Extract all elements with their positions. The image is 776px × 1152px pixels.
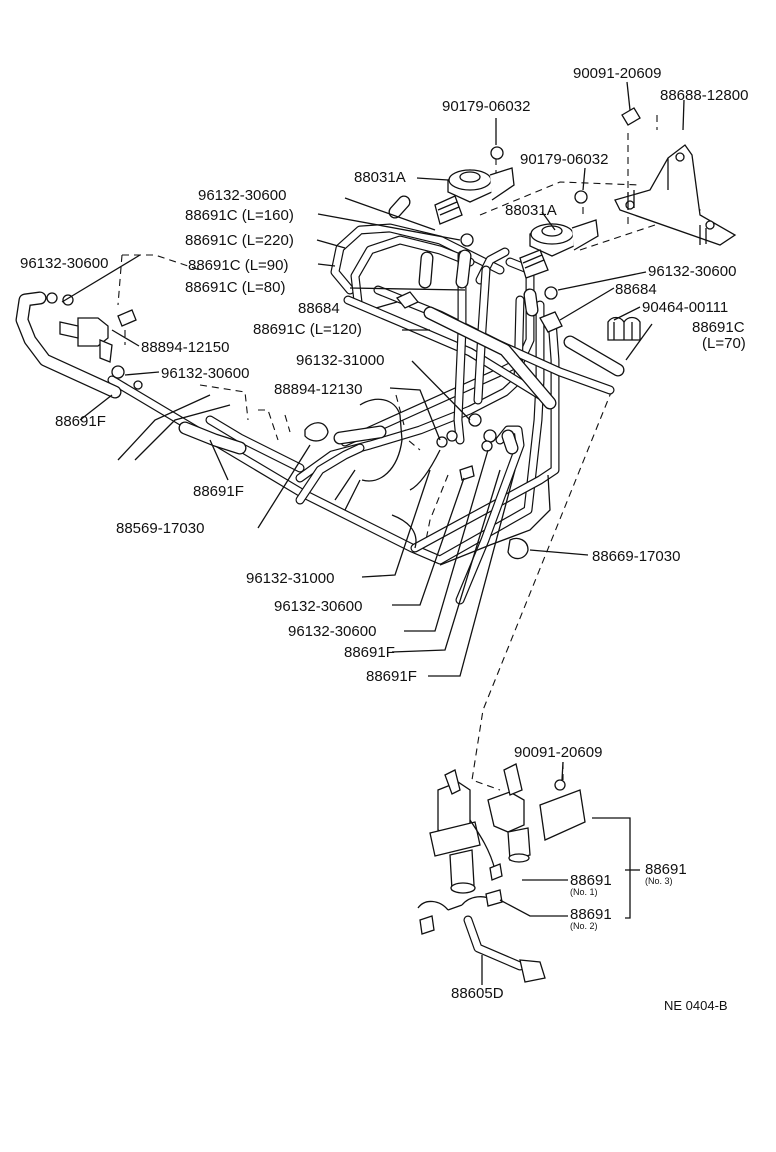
label-96132-30600-d: 96132-30600	[161, 365, 249, 382]
part-labels: 90091-20609 88688-12800 90179-06032 9017…	[20, 65, 748, 1013]
label-88605D: 88605D	[451, 985, 504, 1002]
label-88031A-a: 88031A	[354, 169, 406, 186]
label-96132-30600-b: 96132-30600	[20, 255, 108, 272]
label-88569-17030: 88569-17030	[116, 520, 204, 537]
label-88684-b: 88684	[298, 300, 340, 317]
label-88691C-L220: 88691C (L=220)	[185, 232, 294, 249]
label-96132-30600-e: 96132-30600	[274, 598, 362, 615]
label-88691C-L80: 88691C (L=80)	[185, 279, 286, 296]
label-88691C-L70-len: (L=70)	[702, 335, 746, 352]
label-88691F-b: 88691F	[193, 483, 244, 500]
label-88691-no3: 88691	[645, 861, 687, 878]
label-88691-no3-sub: (No. 3)	[645, 876, 673, 886]
label-88691C-L120: 88691C (L=120)	[253, 321, 362, 338]
label-88691F-a: 88691F	[55, 413, 106, 430]
label-88688-12800: 88688-12800	[660, 87, 748, 104]
label-96132-30600-f: 96132-30600	[288, 623, 376, 640]
vacuum-transmitter-88894-12150	[46, 292, 137, 363]
check-valve-88031A-b	[519, 190, 599, 279]
check-valve-88031A-a	[434, 146, 515, 225]
label-90091-20609-top: 90091-20609	[573, 65, 661, 82]
engine-outline	[117, 394, 551, 566]
label-88031A-b: 88031A	[505, 202, 557, 219]
label-90091-20609-bot: 90091-20609	[514, 744, 602, 761]
label-96132-30600-a: 96132-30600	[198, 187, 286, 204]
label-88691-no2-sub: (No. 2)	[570, 921, 598, 931]
label-88691C-L70: 88691C	[692, 319, 745, 336]
label-88691-no2: 88691	[570, 906, 612, 923]
label-90179-06032-b: 90179-06032	[520, 151, 608, 168]
label-88691-no1: 88691	[570, 872, 612, 889]
label-88691-no1-sub: (No. 1)	[570, 887, 598, 897]
label-96132-31000-a: 96132-31000	[296, 352, 384, 369]
label-88894-12130: 88894-12130	[274, 381, 362, 398]
reference-code: NE 0404-B	[664, 998, 728, 1013]
label-96132-31000-b: 96132-31000	[246, 570, 334, 587]
label-88691F-c: 88691F	[344, 644, 395, 661]
label-90464-00111: 90464-00111	[642, 299, 728, 316]
label-90179-06032-a: 90179-06032	[442, 98, 530, 115]
label-88691C-L160: 88691C (L=160)	[185, 207, 294, 224]
leader-lines	[61, 81, 685, 985]
label-88684-a: 88684	[615, 281, 657, 298]
label-96132-30600-c: 96132-30600	[648, 263, 736, 280]
label-88894-12150: 88894-12150	[141, 339, 229, 356]
rubber-hoses	[15, 195, 625, 455]
vsv-assembly-88691	[417, 763, 586, 983]
label-88691C-L90: 88691C (L=90)	[188, 257, 289, 274]
label-88691F-d: 88691F	[366, 668, 417, 685]
label-88669-17030: 88669-17030	[592, 548, 680, 565]
vsv-bracket-88688	[614, 107, 737, 246]
